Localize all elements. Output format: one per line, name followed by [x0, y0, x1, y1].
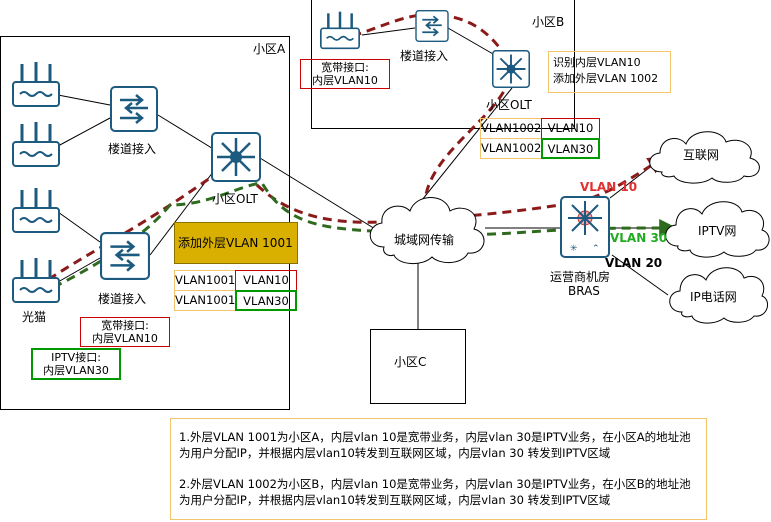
olt-a-note: 添加外层VLAN 1001 — [174, 222, 298, 264]
ipphone-net-label: IP电话网 — [690, 290, 737, 304]
modem-icon[interactable] — [12, 120, 60, 168]
region-c — [370, 329, 466, 404]
olt-b-note-line2: 添加外层VLAN 1002 — [553, 72, 659, 85]
iptv-net-label: IPTV网 — [698, 224, 737, 238]
vlan-b-row1-inner: VLAN10 — [541, 118, 600, 139]
vlan-a-row2-outer: VLAN1001 — [174, 290, 236, 311]
vlan-a-row2-inner: VLAN30 — [235, 290, 297, 311]
region-b-label: 小区B — [532, 15, 565, 29]
internet-cloud-icon — [649, 131, 760, 184]
broadband-interface-a-line1: 宽带接口: — [101, 319, 149, 332]
modem-icon[interactable] — [12, 256, 60, 304]
broadband-interface-a: 宽带接口: 内层VLAN10 — [80, 317, 170, 347]
switch-icon[interactable] — [110, 86, 158, 132]
modem-label: 光猫 — [22, 310, 47, 324]
vlan-a-row1-outer: VLAN1001 — [174, 270, 236, 291]
vlan-b-row1-outer: VLAN1002 — [480, 118, 542, 139]
vlan-a-row1-inner: VLAN10 — [235, 270, 297, 291]
switch-icon[interactable] — [415, 10, 449, 42]
modem-icon[interactable] — [12, 60, 60, 108]
bras-icon[interactable]: ✳ ⌃ — [560, 196, 610, 258]
ipphone-cloud-icon — [669, 267, 768, 324]
svg-text:✳: ✳ — [570, 244, 578, 254]
olt-a-label: 小区OLT — [212, 192, 258, 206]
vlan30-route-label: VLAN 30 — [610, 231, 668, 245]
internet-label: 互联网 — [683, 148, 720, 162]
iptv-cloud-icon — [665, 201, 770, 258]
broadband-interface-a-line2: 内层VLAN10 — [92, 332, 158, 345]
explanation-note: 1.外层VLAN 1001为小区A，内层vlan 10是宽带业务，内层vlan … — [170, 418, 707, 520]
explanation-note-1: 1.外层VLAN 1001为小区A，内层vlan 10是宽带业务，内层vlan … — [179, 430, 691, 460]
metro-cloud-icon — [369, 197, 485, 264]
modem-icon[interactable] — [12, 186, 60, 234]
olt-icon[interactable] — [211, 132, 261, 182]
metro-label: 城域网传输 — [394, 233, 455, 247]
olt-icon[interactable] — [492, 50, 530, 88]
iptv-interface-a-line2: 内层VLAN30 — [43, 364, 109, 377]
corridor-label: 楼道接入 — [98, 292, 147, 306]
switch-icon[interactable] — [100, 232, 150, 280]
corridor-label: 楼道接入 — [400, 49, 449, 63]
broadband-interface-b: 宽带接口: 内层VLAN10 — [300, 59, 390, 89]
vlan10-route-label: VLAN 10 — [580, 180, 638, 194]
iptv-interface-a-line1: IPTV接口: — [51, 351, 101, 364]
iptv-interface-a: IPTV接口: 内层VLAN30 — [31, 348, 121, 380]
region-c-label: 小区C — [394, 355, 427, 369]
svg-text:⌃: ⌃ — [592, 244, 600, 254]
modem-icon[interactable] — [318, 10, 362, 50]
region-a-label: 小区A — [253, 42, 286, 56]
vlan20-route-label: VLAN 20 — [605, 256, 663, 270]
vlan-b-row2-outer: VLAN1002 — [480, 138, 542, 159]
olt-b-note: 识别内层VLAN10 添加外层VLAN 1002 — [548, 51, 671, 93]
olt-b-label: 小区OLT — [486, 98, 532, 112]
bras-label-line1: 运营商机房 — [550, 270, 611, 284]
explanation-note-2: 2.外层VLAN 1002为小区B，内层vlan 10是宽带业务，内层vlan … — [179, 477, 691, 507]
broadband-interface-b-line1: 宽带接口: — [321, 61, 369, 74]
olt-b-note-line1: 识别内层VLAN10 — [553, 56, 641, 69]
broadband-interface-b-line2: 内层VLAN10 — [312, 74, 378, 87]
bras-label-line2: BRAS — [568, 284, 600, 298]
corridor-label: 楼道接入 — [108, 142, 157, 156]
vlan-b-row2-inner: VLAN30 — [541, 138, 600, 159]
olt-a-note-text: 添加外层VLAN 1001 — [178, 236, 293, 250]
